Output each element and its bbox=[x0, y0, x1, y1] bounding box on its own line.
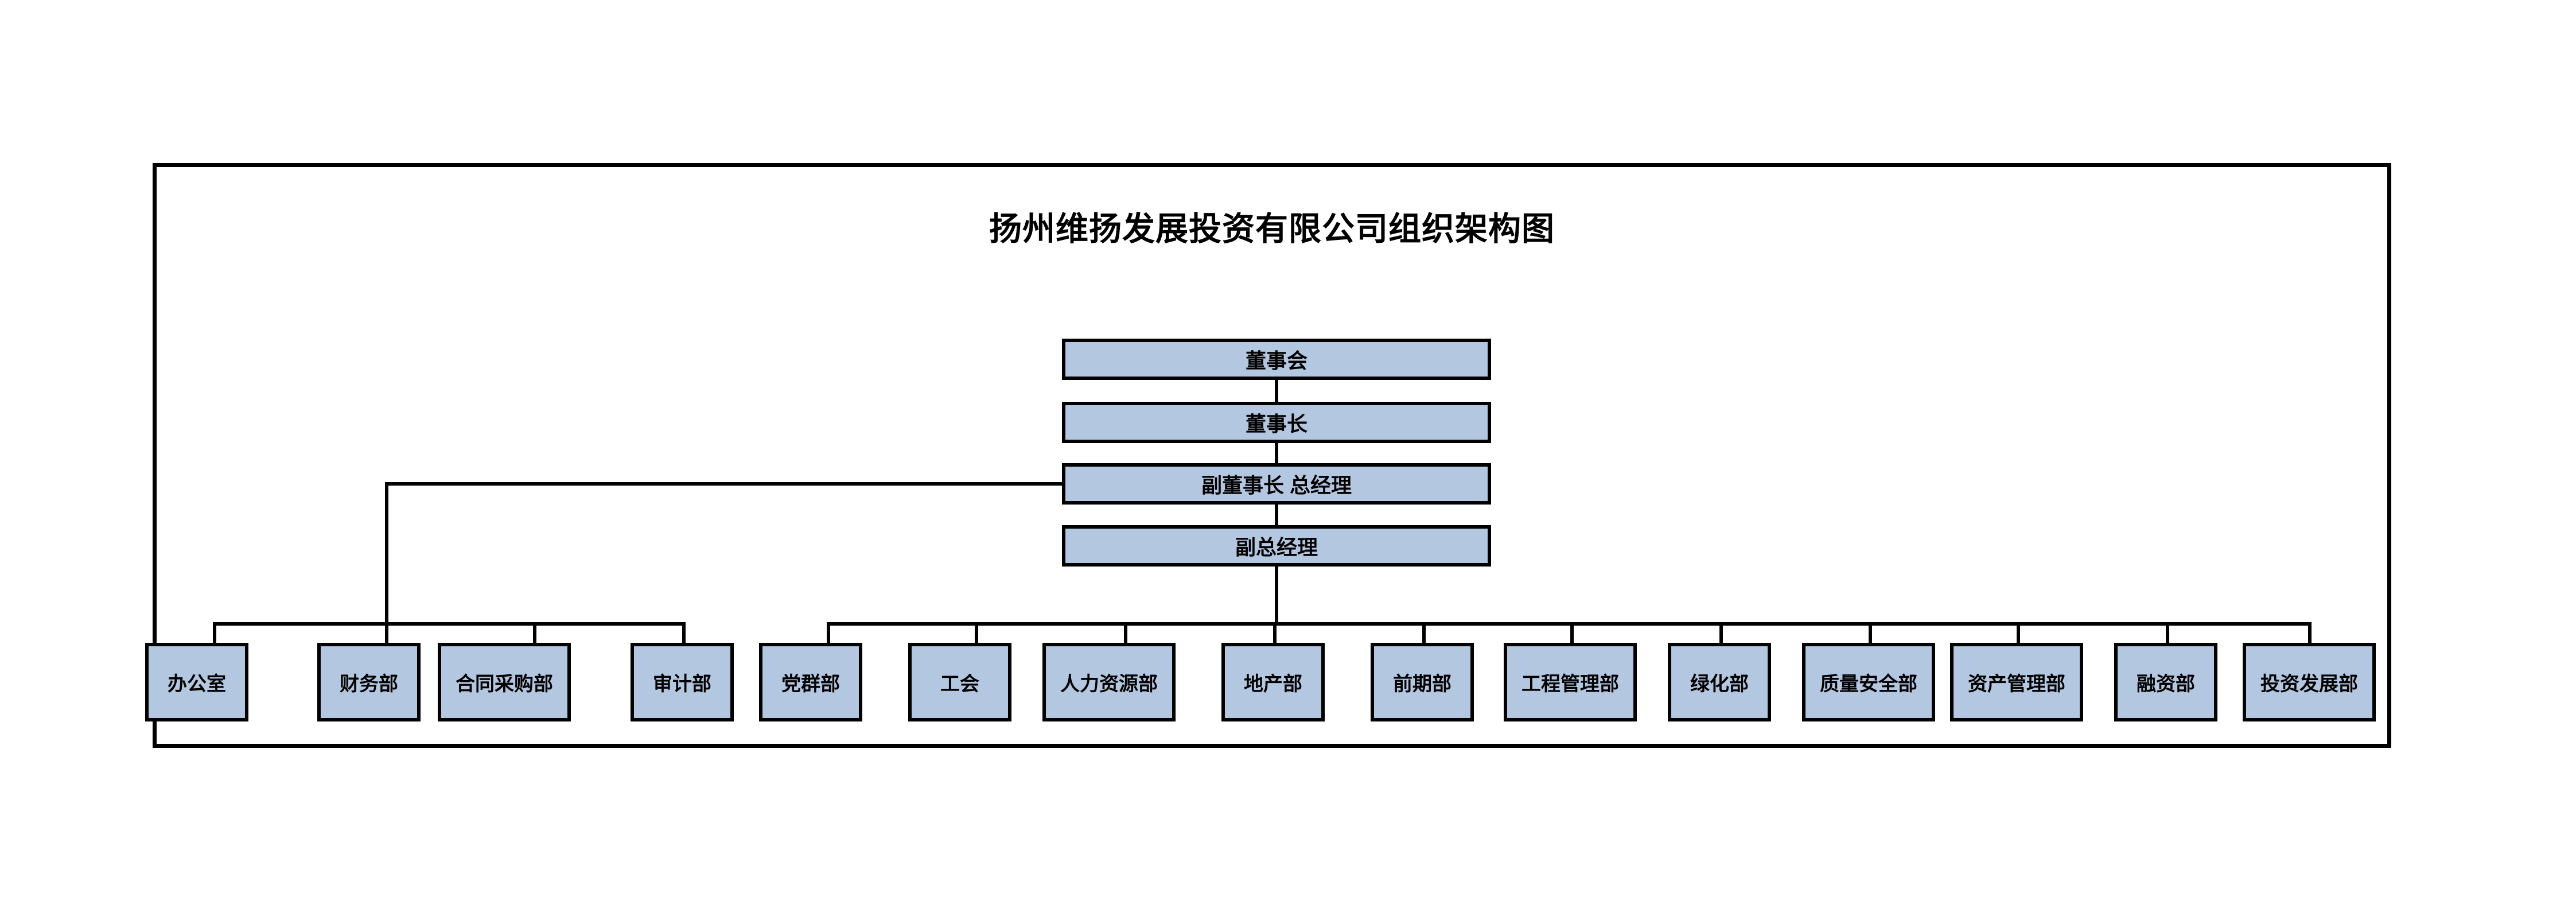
node-investment-development-label: 投资发展部 bbox=[2260, 673, 2358, 695]
drop-office bbox=[213, 622, 216, 643]
node-audit[interactable]: 审计部 bbox=[631, 643, 734, 721]
node-human-resources-label: 人力资源部 bbox=[1060, 673, 1158, 695]
drop-quality-safety bbox=[1869, 622, 1872, 643]
node-party-mass[interactable]: 党群部 bbox=[759, 643, 862, 721]
node-office[interactable]: 办公室 bbox=[145, 643, 248, 721]
org-chart-frame: 扬州维扬发展投资有限公司组织架构图 董事会 董事长 副董事长 总经理 副总经理 bbox=[145, 163, 2391, 748]
drop-preliminary bbox=[1422, 622, 1426, 643]
node-deputy-gm-label: 副总经理 bbox=[1235, 536, 1318, 559]
node-preliminary-label: 前期部 bbox=[1393, 673, 1452, 695]
drop-audit bbox=[682, 622, 686, 643]
drop-human-resources bbox=[1124, 622, 1127, 643]
node-party-mass-label: 党群部 bbox=[781, 673, 840, 695]
connector-deputygm-to-bus bbox=[1275, 567, 1278, 622]
department-bus-left bbox=[213, 622, 686, 626]
node-contract-procurement-label: 合同采购部 bbox=[456, 673, 553, 695]
connector-vicechairman-left-run bbox=[385, 482, 1062, 486]
chart-title: 扬州维扬发展投资有限公司组织架构图 bbox=[989, 211, 1555, 247]
node-board[interactable]: 董事会 bbox=[1062, 339, 1491, 380]
node-asset-management-label: 资产管理部 bbox=[1968, 673, 2065, 695]
drop-asset-management bbox=[2017, 622, 2020, 643]
node-board-label: 董事会 bbox=[1245, 349, 1308, 373]
node-quality-safety-label: 质量安全部 bbox=[1820, 673, 1917, 695]
node-finance[interactable]: 财务部 bbox=[317, 643, 421, 721]
node-project-management-label: 工程管理部 bbox=[1522, 673, 1619, 695]
node-quality-safety[interactable]: 质量安全部 bbox=[1802, 643, 1935, 721]
drop-project-management bbox=[1570, 622, 1574, 643]
node-office-label: 办公室 bbox=[168, 673, 226, 695]
node-chairman[interactable]: 董事长 bbox=[1062, 402, 1491, 443]
connector-vicechairman-left-drop bbox=[385, 482, 388, 622]
node-investment-development[interactable]: 投资发展部 bbox=[2243, 643, 2376, 721]
node-preliminary[interactable]: 前期部 bbox=[1371, 643, 1474, 721]
drop-real-estate bbox=[1273, 622, 1277, 643]
drop-investment-development bbox=[2308, 622, 2312, 643]
node-human-resources[interactable]: 人力资源部 bbox=[1042, 643, 1176, 721]
node-union-label: 工会 bbox=[940, 673, 979, 695]
node-landscaping[interactable]: 绿化部 bbox=[1668, 643, 1771, 721]
node-asset-management[interactable]: 资产管理部 bbox=[1950, 643, 2083, 721]
node-landscaping-label: 绿化部 bbox=[1690, 673, 1749, 695]
connector-chairman-to-vicechairman bbox=[1275, 443, 1278, 463]
node-real-estate-label: 地产部 bbox=[1244, 673, 1302, 695]
drop-financing bbox=[2166, 622, 2169, 643]
connector-board-to-chairman bbox=[1275, 380, 1278, 402]
node-real-estate[interactable]: 地产部 bbox=[1221, 643, 1325, 721]
node-chairman-label: 董事长 bbox=[1245, 412, 1308, 436]
node-project-management[interactable]: 工程管理部 bbox=[1504, 643, 1637, 721]
node-union[interactable]: 工会 bbox=[908, 643, 1011, 721]
node-contract-procurement[interactable]: 合同采购部 bbox=[438, 643, 571, 721]
department-bus-right bbox=[827, 622, 2308, 626]
drop-union bbox=[975, 622, 978, 643]
node-financing[interactable]: 融资部 bbox=[2114, 643, 2217, 721]
node-finance-label: 财务部 bbox=[340, 673, 398, 695]
node-vice-chairman-gm[interactable]: 副董事长 总经理 bbox=[1062, 463, 1491, 505]
node-deputy-gm[interactable]: 副总经理 bbox=[1062, 525, 1491, 567]
drop-finance bbox=[385, 622, 388, 643]
node-vice-chairman-gm-label: 副董事长 总经理 bbox=[1201, 474, 1352, 497]
node-audit-label: 审计部 bbox=[653, 673, 711, 695]
drop-party-mass bbox=[827, 622, 830, 643]
drop-landscaping bbox=[1719, 622, 1723, 643]
drop-contract-procurement bbox=[533, 622, 536, 643]
connector-vicechairman-to-deputygm bbox=[1275, 505, 1278, 525]
node-financing-label: 融资部 bbox=[2137, 673, 2195, 695]
